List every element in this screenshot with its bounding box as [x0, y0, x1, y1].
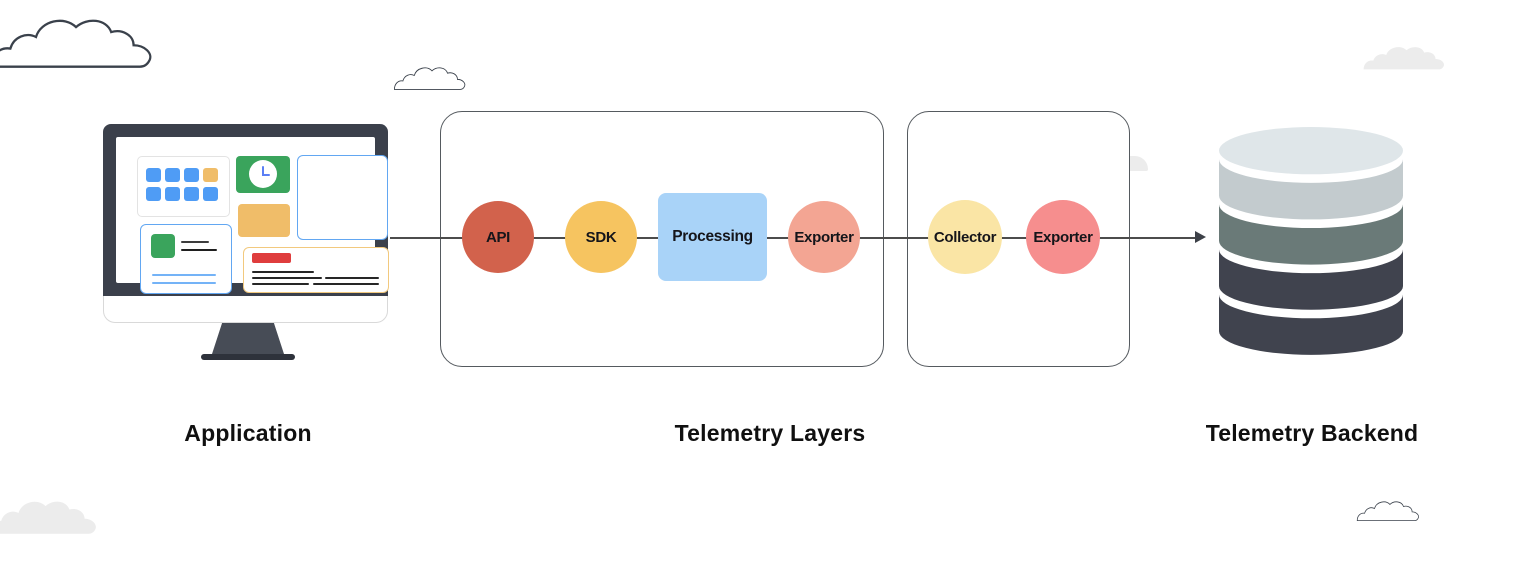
- monitor-screen: [116, 137, 389, 294]
- stage-sdk-label: SDK: [585, 228, 617, 246]
- stage-collector-exporter: Exporter: [1026, 200, 1100, 274]
- cloud-icon: [0, 19, 152, 68]
- arrow-right-icon: [1195, 231, 1206, 243]
- database-icon: [1219, 127, 1403, 355]
- cloud-icon: [0, 501, 96, 534]
- cloud-icon: [1363, 47, 1445, 70]
- stage-exporter-label: Exporter: [794, 228, 854, 246]
- cloud-icon: [1356, 501, 1419, 522]
- stage-processing: Processing: [658, 193, 767, 281]
- red-badge: [252, 253, 291, 263]
- application-caption: Application: [184, 420, 312, 446]
- clock-widget: [236, 156, 290, 193]
- article-card: [243, 247, 389, 293]
- monitor-stand-base: [201, 354, 295, 360]
- monitor-frame: [103, 124, 389, 296]
- stage-exporter: Exporter: [788, 201, 860, 273]
- monitor-chin: [103, 296, 388, 323]
- orange-tile: [238, 204, 290, 237]
- telemetry-backend-caption: Telemetry Backend: [1205, 420, 1419, 446]
- stage-processing-label: Processing: [672, 228, 753, 245]
- stage-collector: Collector: [928, 200, 1002, 274]
- list-item-card: [140, 224, 232, 294]
- empty-blue-card: [297, 155, 388, 240]
- clock-icon: [249, 160, 277, 188]
- stage-collector-label: Collector: [933, 228, 997, 246]
- stage-api-label: API: [485, 228, 511, 246]
- stage-api: API: [462, 201, 534, 273]
- telemetry-layers-caption: Telemetry Layers: [674, 420, 866, 446]
- monitor-stand: [212, 323, 284, 354]
- green-tile: [151, 234, 175, 258]
- cloud-icon: [1127, 156, 1148, 171]
- app-grid-card: [137, 156, 230, 217]
- stage-collector-exporter-label: Exporter: [1033, 228, 1093, 246]
- stage-sdk: SDK: [565, 201, 637, 273]
- cloud-icon: [393, 67, 466, 90]
